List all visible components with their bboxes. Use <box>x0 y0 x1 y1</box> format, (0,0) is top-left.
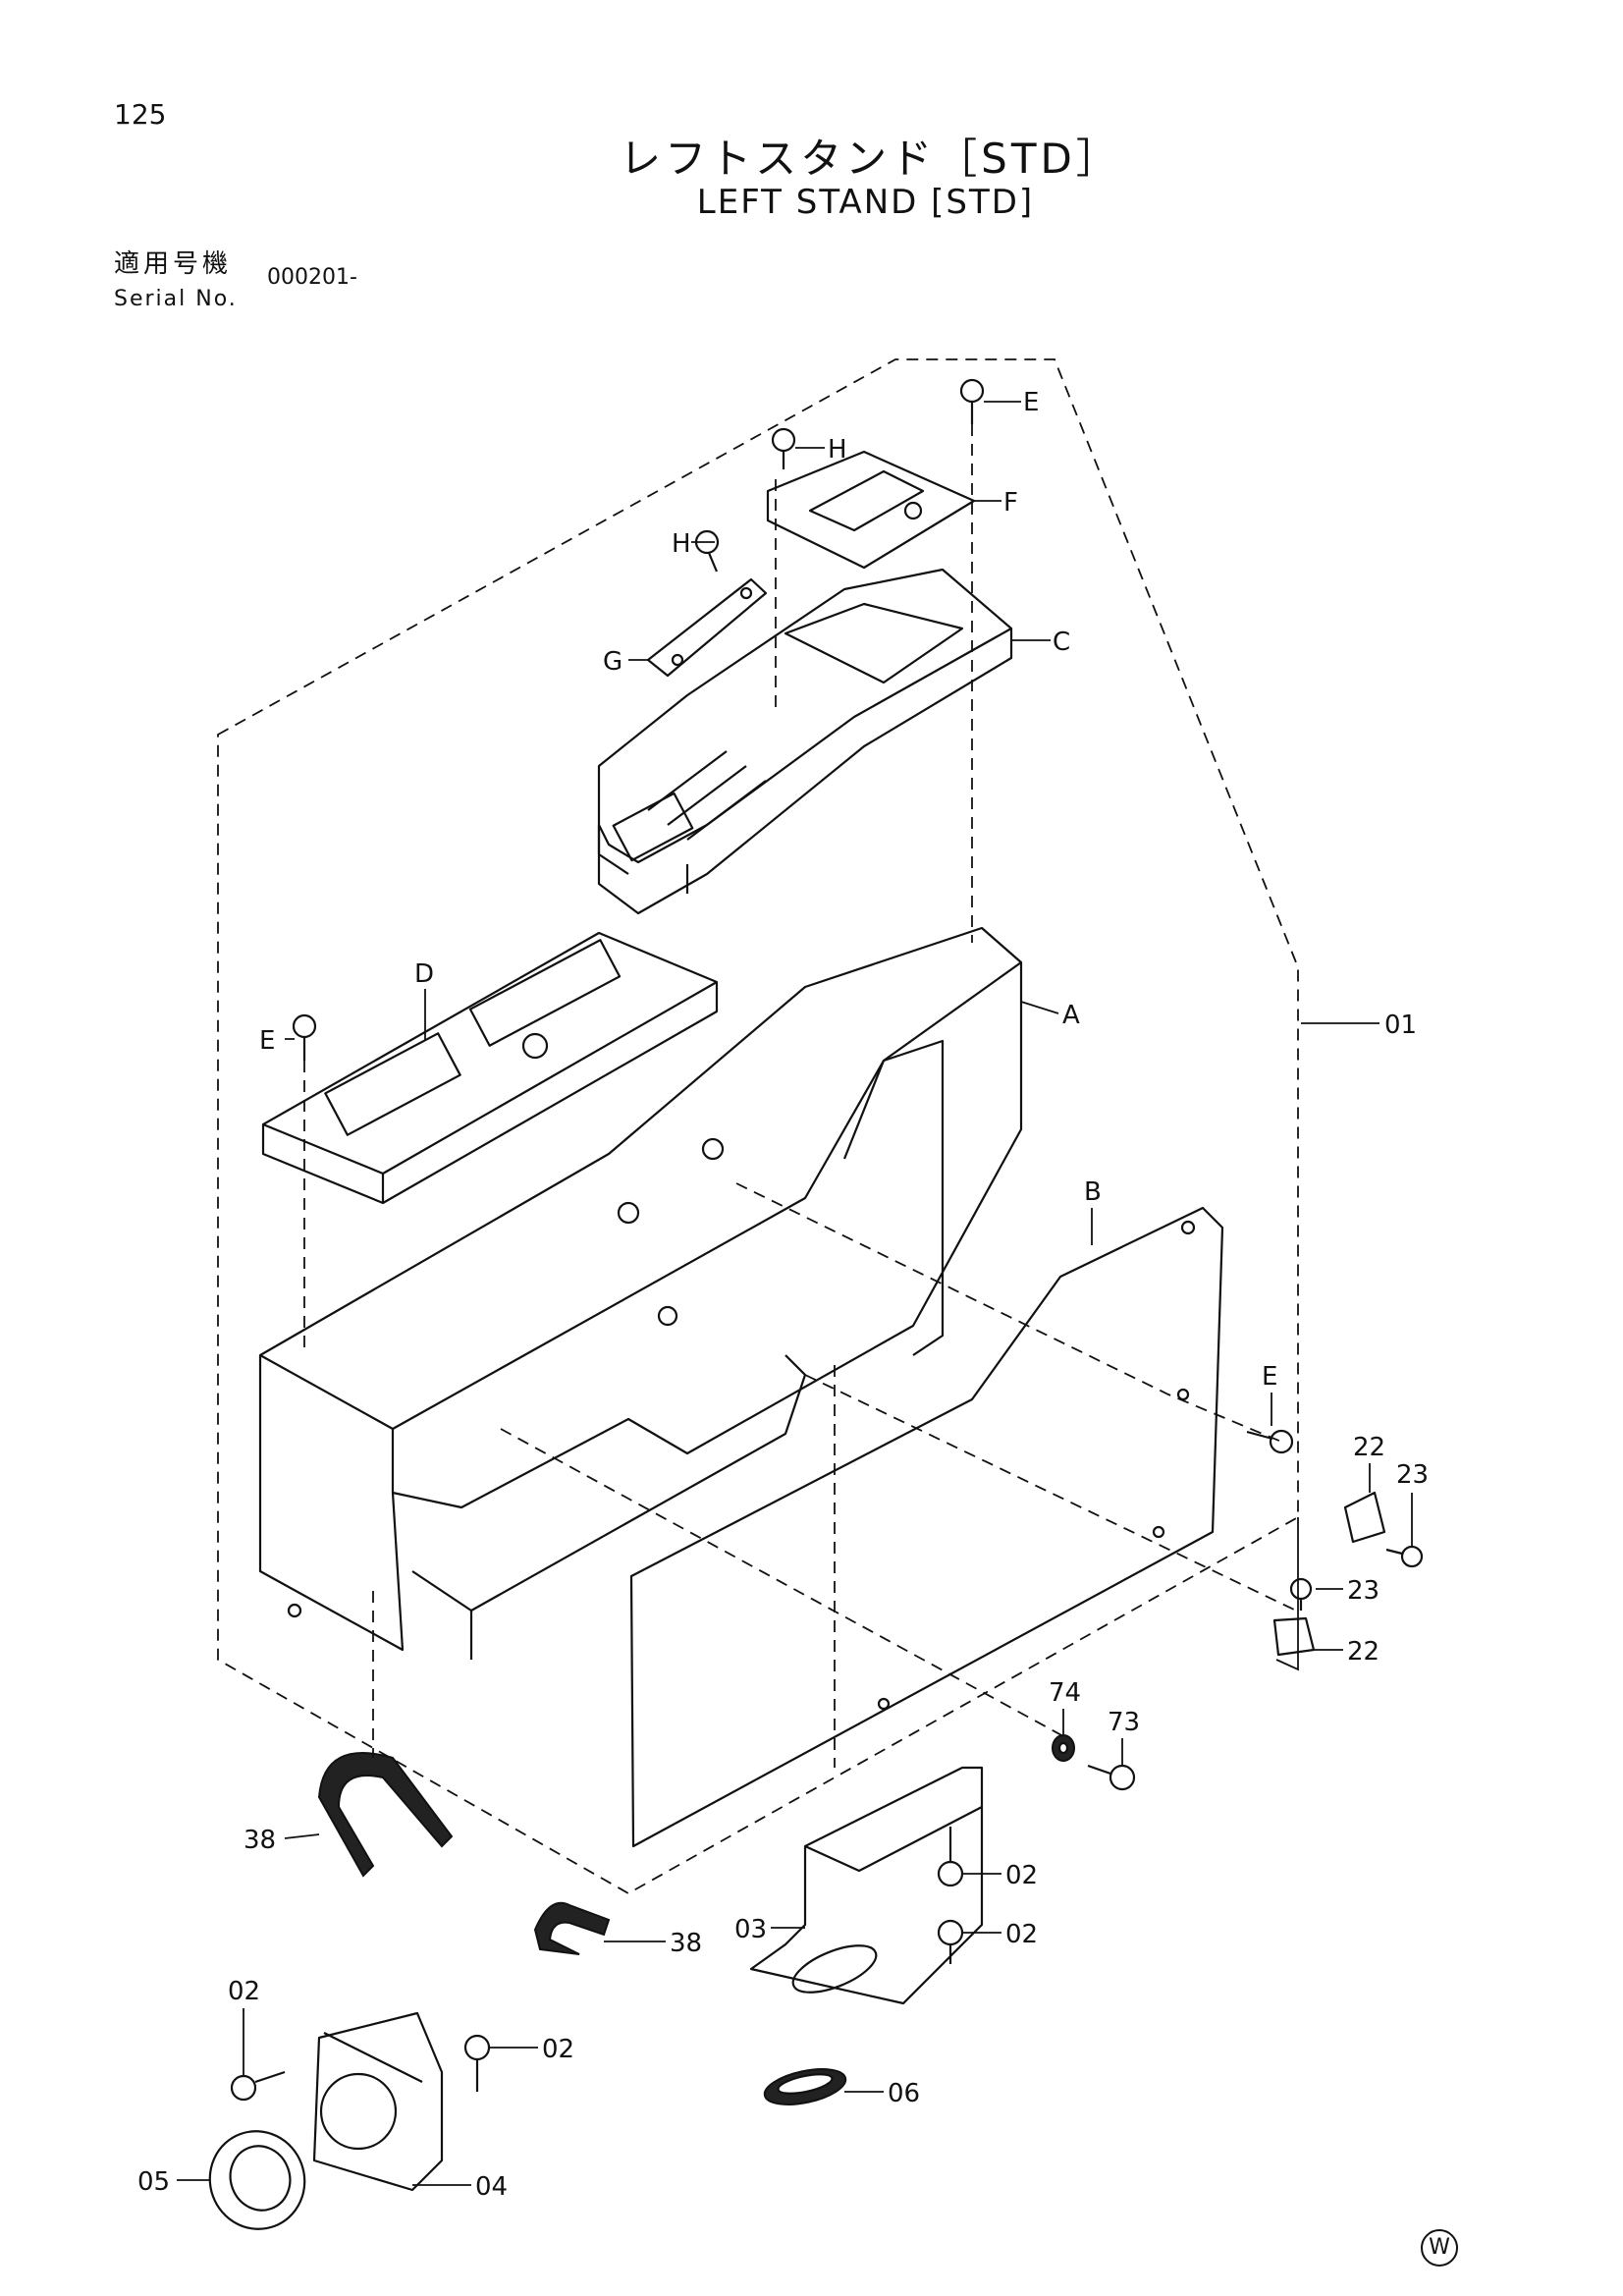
serial-label-japanese: 適用号機 <box>114 249 233 279</box>
leader-lines <box>177 401 1413 2186</box>
clip-22-mid <box>1272 1616 1316 1657</box>
cover-d-part <box>261 931 719 1205</box>
assembly-boundary-01 <box>217 358 1299 1895</box>
label-01: 01 <box>1384 1011 1417 1040</box>
grommet-06-part <box>763 2068 847 2105</box>
edge-trim-38-center <box>533 1901 611 1955</box>
title-english: LEFT STAND [STD] <box>696 183 1035 222</box>
label-f: F <box>1003 488 1018 518</box>
label-02-d: 02 <box>542 2035 574 2064</box>
label-04: 04 <box>475 2172 508 2202</box>
label-c: C <box>1053 628 1070 657</box>
label-02-a: 02 <box>1005 1861 1038 1890</box>
title-japanese: レフトスタンド［STD］ <box>620 135 1121 183</box>
label-38-left: 38 <box>243 1826 276 1855</box>
label-23-mid: 23 <box>1347 1576 1380 1606</box>
label-h-top: H <box>828 435 847 465</box>
label-23-top: 23 <box>1396 1460 1429 1490</box>
label-g: G <box>603 647 622 677</box>
bolt-73 <box>1087 1764 1136 1791</box>
label-03: 03 <box>734 1915 767 1944</box>
label-b: B <box>1084 1177 1102 1207</box>
serial-number-value: 000201- <box>267 265 357 290</box>
side-panel-b-part <box>629 1206 1224 1848</box>
main-stand-a-part <box>258 926 1023 1660</box>
label-74: 74 <box>1049 1678 1081 1708</box>
label-e-top: E <box>1023 388 1039 417</box>
edge-trim-38-left <box>317 1752 454 1878</box>
bolt-e-top <box>959 378 985 424</box>
bolt-02-d <box>463 2034 491 2092</box>
plate-g-part <box>646 577 768 678</box>
seal-ring-05-part <box>208 2130 306 2230</box>
bolt-02-a <box>937 1827 964 1887</box>
clip-22-top <box>1343 1491 1386 1544</box>
bolt-e-right <box>1246 1429 1294 1454</box>
label-06: 06 <box>888 2079 920 2108</box>
bracket-04-part <box>312 2011 444 2192</box>
watermark-logo: W <box>1421 2229 1458 2267</box>
label-e-left: E <box>259 1026 275 1056</box>
label-a: A <box>1062 1001 1080 1030</box>
bolt-02-c <box>230 2070 286 2102</box>
guide-lines <box>303 424 1297 1768</box>
label-02-c: 02 <box>228 1977 260 2006</box>
washer-74 <box>1052 1734 1075 1762</box>
bracket-03-part <box>749 1766 984 2005</box>
label-05: 05 <box>137 2167 170 2197</box>
screw-23-mid <box>1289 1577 1313 1611</box>
label-73: 73 <box>1108 1708 1140 1737</box>
bolt-h-left <box>694 529 720 573</box>
bolt-h-top <box>771 427 796 469</box>
label-d: D <box>414 959 434 989</box>
label-h-left: H <box>672 529 691 559</box>
label-02-b: 02 <box>1005 1920 1038 1949</box>
cover-c-part <box>597 568 1013 915</box>
screw-23-top <box>1385 1545 1424 1568</box>
page-number: 125 <box>114 98 167 131</box>
serial-label-english: Serial No. <box>114 287 238 311</box>
plate-f-part <box>766 450 976 570</box>
label-e-right: E <box>1262 1362 1277 1392</box>
label-38-center: 38 <box>670 1929 702 1958</box>
label-22-top: 22 <box>1353 1433 1385 1462</box>
bolt-e-left <box>292 1013 317 1061</box>
label-22-mid: 22 <box>1347 1637 1380 1667</box>
